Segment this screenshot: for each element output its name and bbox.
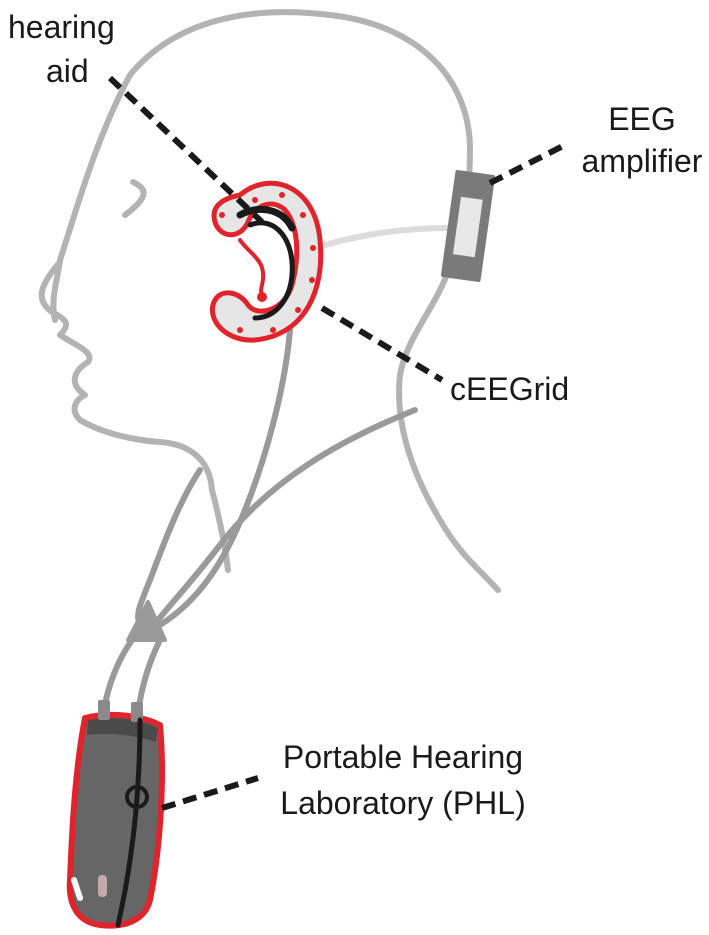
electrode-dot [219, 212, 225, 218]
leader-line-hearing-aid [107, 75, 265, 225]
leader-line-eeg-amplifier [488, 142, 567, 186]
electrode-dot [310, 245, 316, 251]
cable-splitter [126, 600, 167, 642]
label-ceegrid: cEEGrid [450, 371, 569, 407]
electrode-dot [237, 327, 243, 333]
phl-connector-left [98, 700, 110, 720]
electrode-dot [309, 277, 315, 283]
ear-canal-dot [257, 292, 267, 302]
electrode-dot [279, 192, 285, 198]
label-hearing-aid-line2: aid [46, 53, 89, 89]
electrode-dot [252, 197, 258, 203]
neck-front [209, 487, 231, 573]
hearing-aid-cable [157, 327, 293, 628]
electrode-dot [295, 307, 301, 313]
label-eeg-amplifier-line2: amplifier [582, 143, 703, 179]
phl-highlight [71, 877, 83, 901]
ceegrid-electrode [209, 180, 324, 343]
amplifier-cable [322, 225, 453, 248]
electrode-dot [270, 327, 276, 333]
label-phl-line1: Portable Hearing [283, 739, 523, 775]
phl-indicator [98, 875, 107, 897]
leader-line-phl [161, 775, 259, 811]
label-hearing-aid-line1: hearing [8, 9, 115, 45]
electrode-dots [219, 192, 316, 333]
eeg-amplifier-window [452, 196, 483, 258]
phl-internal-cable [115, 717, 143, 928]
leader-lines [107, 75, 567, 811]
phl-button [125, 785, 149, 809]
label-eeg-amplifier-line1: EEG [608, 101, 676, 137]
label-phl-line2: Laboratory (PHL) [280, 785, 525, 821]
phl-connector-right [131, 702, 143, 722]
leader-line-ceegrid [320, 305, 444, 383]
ear-inner [238, 238, 266, 298]
device-cable-right [135, 637, 163, 715]
head-outline [50, 9, 501, 593]
face-profile [38, 259, 215, 493]
electrode-dot [300, 212, 306, 218]
ear-outline [247, 220, 295, 321]
device-cable-left [101, 637, 135, 713]
eye-mark [122, 179, 147, 218]
cable-strand [135, 467, 203, 628]
hearing-aid-body [236, 205, 296, 232]
phl-device [66, 711, 165, 929]
